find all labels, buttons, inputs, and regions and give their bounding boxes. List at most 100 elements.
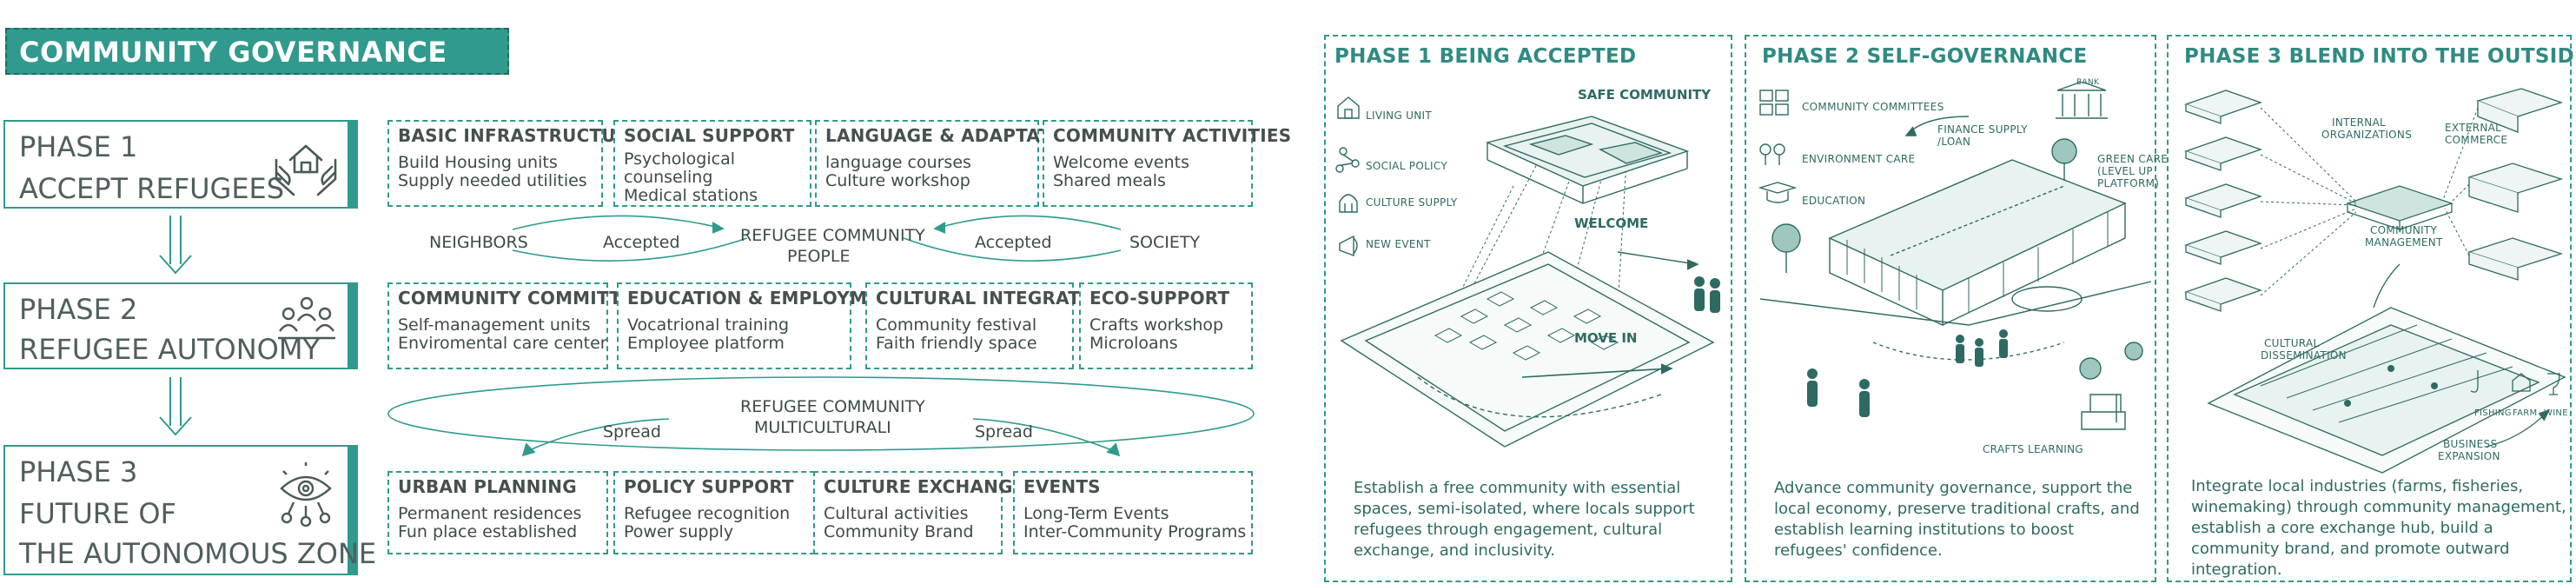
- phase-2-to-3-arrow: [159, 377, 192, 436]
- label-management: MANAGEMENT: [2365, 236, 2443, 249]
- category-heading: POLICY SUPPORT: [624, 476, 794, 497]
- phase-3-title-line2: THE AUTONOMOUS ZONE: [19, 537, 377, 570]
- category-item: Refugee recognition: [624, 504, 791, 523]
- phase-3-title-line1: FUTURE OF: [19, 497, 177, 530]
- category-community-activities: COMMUNITY ACTIVITIES Welcome events Shar…: [1043, 120, 1292, 207]
- label-external: EXTERNAL: [2445, 122, 2502, 134]
- label-move-in: MOVE IN: [1574, 330, 1638, 346]
- category-item: Faith friendly space: [876, 334, 1037, 353]
- farm-icon: [2512, 373, 2531, 392]
- panel-description: Establish a free community with essentia…: [1354, 479, 1695, 560]
- category-heading: COMMUNITY COMMITTEES: [398, 288, 659, 309]
- sewing-machine-icon: [2081, 394, 2126, 430]
- category-item: counseling: [624, 168, 713, 187]
- wine-icon: [2547, 373, 2560, 395]
- category-heading: URBAN PLANNING: [398, 476, 577, 497]
- category-item: Psychological: [624, 149, 735, 169]
- label-safe-community: SAFE COMMUNITY: [1578, 87, 1712, 103]
- phase-2-box: PHASE 2 REFUGEE AUTONOMY: [3, 282, 358, 369]
- label-welcome: WELCOME: [1574, 216, 1649, 231]
- phase-2-illustration: [1758, 82, 2152, 430]
- category-item: Permanent residences: [398, 504, 582, 523]
- category-education-employment: EDUCATION & EMPLOYMENT Vocatrional train…: [617, 282, 906, 369]
- category-item: Self-management units: [398, 315, 591, 335]
- category-item: Community festival: [876, 315, 1037, 335]
- label-green-care-2: (LEVEL UP: [2097, 165, 2153, 177]
- category-heading: CULTURAL INTEGRATION: [876, 288, 1116, 309]
- label-social-policy: SOCIAL POLICY: [1366, 160, 1447, 172]
- label-dissemination: DISSEMINATION: [2261, 349, 2347, 362]
- panel-title: PHASE 2 SELF-GOVERNANCE: [1762, 45, 2088, 68]
- panel-description: Advance community governance, support th…: [1774, 479, 2140, 560]
- label-bank: BANK: [2076, 78, 2100, 87]
- category-heading: COMMUNITY ACTIVITIES: [1053, 125, 1292, 146]
- phase-3-illustration: [2184, 88, 2566, 474]
- label-community: COMMUNITY: [2370, 224, 2438, 236]
- page-title: COMMUNITY GOVERNANCE SYSTEM: [5, 28, 509, 114]
- category-item: Medical stations: [624, 186, 758, 205]
- phase-3-number: PHASE 3: [19, 455, 138, 488]
- category-heading: EDUCATION & EMPLOYMENT: [627, 288, 906, 309]
- category-heading: EVENTS: [1023, 476, 1101, 497]
- phase-1-illustration: [1335, 96, 1720, 448]
- phase-1-box: PHASE 1 ACCEPT REFUGEES: [3, 120, 358, 209]
- panel-title: PHASE 3 BLEND INTO THE OUTSIDE: [2184, 45, 2576, 68]
- flow2-center-line1: REFUGEE COMMUNITY: [740, 397, 925, 416]
- category-item: Culture workshop: [825, 171, 970, 190]
- label-environment-care: ENVIRONMENT CARE: [1802, 153, 1916, 165]
- culture-supply-icon: [1339, 194, 1358, 213]
- category-item: Crafts workshop: [1089, 315, 1224, 335]
- label-commerce: COMMERCE: [2445, 134, 2508, 146]
- label-internal: INTERNAL: [2332, 116, 2387, 129]
- category-basic-infrastructure: BASIC INFRASTRUCTURE Build Housing units…: [387, 120, 641, 207]
- category-item: Microloans: [1089, 334, 1178, 353]
- flow-society-label: SOCIETY: [1129, 233, 1201, 252]
- label-crafts-learning: CRAFTS LEARNING: [1983, 443, 2083, 455]
- category-item: Welcome events: [1053, 153, 1189, 172]
- category-heading: CULTURE EXCHANGE: [824, 476, 1025, 497]
- flow-center-line1: REFUGEE COMMUNITY: [740, 226, 925, 245]
- category-item: Shared meals: [1053, 171, 1166, 190]
- social-policy-icon: [1335, 147, 1360, 173]
- phase-1-title: ACCEPT REFUGEES: [19, 172, 285, 205]
- category-item: Inter-Community Programs: [1023, 522, 1247, 541]
- label-fishing: FISHING: [2474, 408, 2512, 418]
- category-item: Cultural activities: [824, 504, 969, 523]
- category-heading: ECO-SUPPORT: [1089, 288, 1230, 309]
- flow-accepted-right-label: Accepted: [975, 233, 1052, 252]
- flow2-spread-left: Spread: [603, 422, 661, 441]
- label-finance-supply: FINANCE SUPPLY: [1937, 123, 2028, 136]
- category-policy-support: POLICY SUPPORT Refugee recognition Power…: [613, 471, 815, 554]
- label-cultural: CULTURAL: [2264, 337, 2320, 349]
- phase-2-number: PHASE 2: [19, 293, 138, 326]
- people-figures: [1807, 329, 2008, 417]
- label-green-care: GREEN CARE: [2097, 153, 2169, 165]
- category-community-committees: COMMUNITY COMMITTEES Self-management uni…: [387, 282, 659, 369]
- phase-1-panel: PHASE 1 BEING ACCEPTED: [1324, 35, 1732, 582]
- phase-1-to-2-arrow: [159, 216, 192, 275]
- flow-accepted-left-label: Accepted: [603, 233, 680, 252]
- category-item: Vocatrional training: [627, 315, 790, 335]
- label-green-care-3: PLATFORM): [2097, 177, 2160, 189]
- panel-description: Integrate local industries (farms, fishe…: [2191, 477, 2566, 579]
- category-social-support: SOCIAL SUPPORT Psychological counseling …: [613, 120, 811, 207]
- category-item: language courses: [825, 153, 971, 172]
- category-urban-planning: URBAN PLANNING Permanent residences Fun …: [387, 471, 608, 554]
- category-item: Enviromental care center: [398, 334, 607, 353]
- label-living-unit: LIVING UNIT: [1366, 110, 1432, 122]
- flow2-spread-right: Spread: [975, 422, 1033, 441]
- label-committees: COMMUNITY COMMITTEES: [1802, 101, 1944, 113]
- bank-icon: [2056, 82, 2108, 119]
- education-icon: [1758, 182, 1798, 203]
- category-heading: SOCIAL SUPPORT: [624, 125, 795, 146]
- category-heading: LANGUAGE & ADAPTATION: [825, 125, 1088, 146]
- category-item: Power supply: [624, 522, 734, 541]
- label-finance-loan: /LOAN: [1937, 136, 1971, 148]
- label-education: EDUCATION: [1802, 195, 1866, 207]
- environment-care-icon: [1759, 143, 1785, 165]
- category-language-adaptation: LANGUAGE & ADAPTATION language courses C…: [815, 120, 1088, 207]
- flow2-center-line2: MULTICULTURALI: [754, 418, 891, 437]
- multiculturalism-flow-diagram: [387, 376, 1255, 457]
- phase-1-number: PHASE 1: [19, 130, 138, 163]
- category-item: Community Brand: [824, 522, 974, 541]
